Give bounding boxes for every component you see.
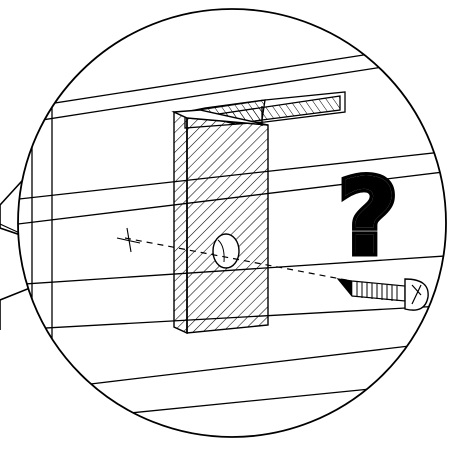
pilot-hole: [212, 233, 240, 269]
screw-icon: [336, 278, 429, 311]
question-mark: ?: [338, 156, 398, 278]
question-mark-fill: ?: [338, 156, 398, 278]
hatched-bracket: [171, 109, 269, 335]
crosshair-icon: [116, 227, 141, 253]
